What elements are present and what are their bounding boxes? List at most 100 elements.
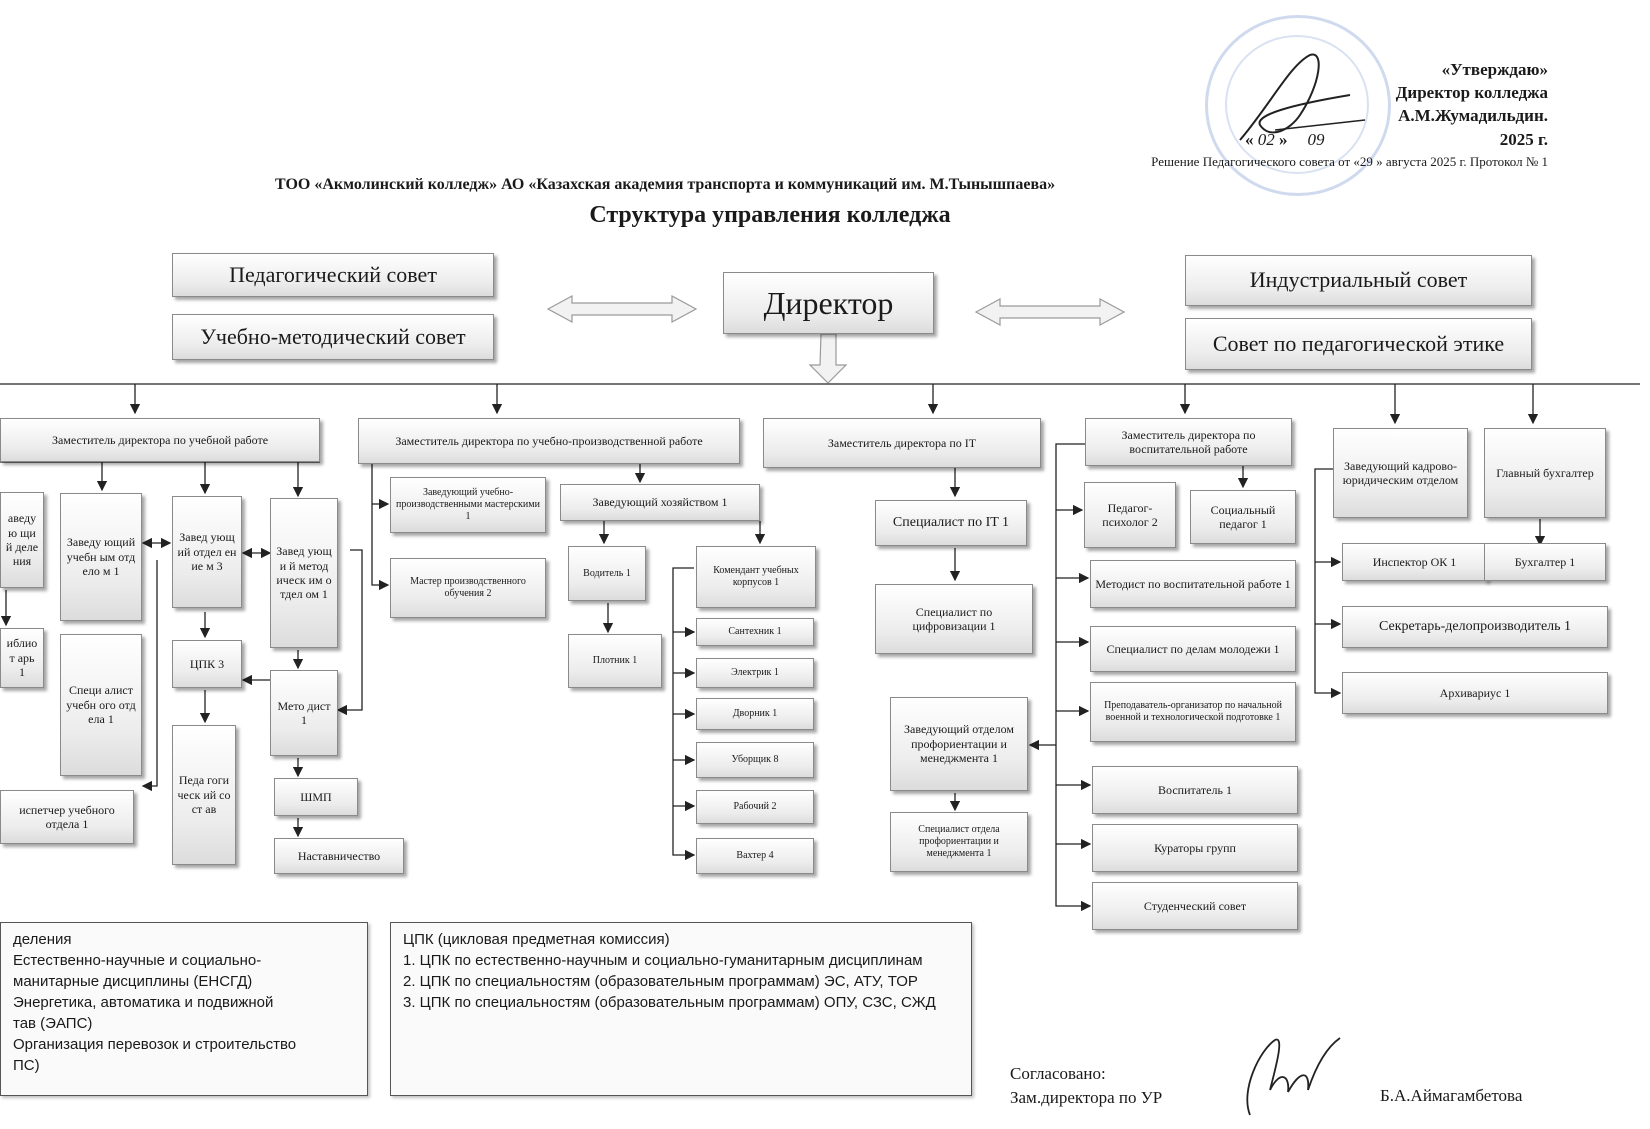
head-academic-department-box: Заведу ющий учебн ым отдело м 1 — [60, 493, 142, 621]
deputy-it-box: Заместитель директора по IT — [763, 418, 1041, 468]
academic-department-specialist-label: Специ алист учебн ого отдела 1 — [66, 683, 136, 727]
chief-accountant-box: Главный бухгалтер — [1484, 428, 1606, 518]
approval-block: «Утверждаю» Директор колледжа А.М.Жумади… — [1280, 58, 1548, 127]
deputy-production-label: Заместитель директора по учебно-производ… — [395, 433, 703, 448]
group-curators-label: Кураторы групп — [1154, 840, 1236, 855]
organization-name: ТОО «Акмолинский колледж» АО «Казахская … — [275, 176, 1056, 193]
educator-box: Воспитатель 1 — [1092, 766, 1298, 814]
department-head-box: аведую щий деления — [0, 492, 44, 588]
janitor-box: Дворник 1 — [696, 698, 814, 730]
hr-legal-head-label: Заведующий кадрово-юридическим отделом — [1342, 458, 1459, 487]
mentoring-box: Наставничество — [274, 838, 404, 874]
social-pedagogue-label: Социальный педагог 1 — [1210, 502, 1276, 531]
student-council-box: Студенческий совет — [1092, 882, 1298, 930]
household-head-box: Заведующий хозяйством 1 — [560, 484, 760, 521]
secretary-box: Секретарь-делопроизводитель 1 — [1342, 606, 1608, 648]
pedagogical-ethics-council-box: Совет по педагогической этике — [1185, 318, 1532, 370]
educator-label: Воспитатель 1 — [1158, 782, 1232, 797]
career-guidance-head-box: Заведующий отделом профориентации и мене… — [890, 697, 1028, 791]
military-training-organizer-label: Преподаватель-организатор по начальной в… — [1104, 700, 1282, 723]
methodist-box: Мето дист 1 — [270, 670, 338, 756]
archivist-box: Архивариус 1 — [1342, 672, 1608, 714]
head-academic-department-label: Заведу ющий учебн ым отдело м 1 — [66, 535, 136, 579]
worker-label: Рабочий 2 — [733, 801, 777, 812]
head-methodical-department-box: Завед ующи й метод ическ им отдел ом 1 — [270, 498, 338, 648]
approval-month: 09 — [1307, 130, 1325, 149]
deputy-signature — [1246, 1037, 1341, 1116]
teaching-staff-box: Педа гоги ческ ий сост ав — [172, 725, 236, 865]
agreed-label: Согласовано: — [1010, 1064, 1106, 1083]
young-teacher-school-box: ШМП — [274, 778, 358, 816]
hr-inspector-box: Инспектор ОК 1 — [1342, 543, 1487, 581]
approval-line-1: «Утверждаю» — [1441, 60, 1548, 79]
cpk-legend: ЦПК (цикловая предметная комиссия) 1. ЦП… — [390, 922, 972, 1096]
accountant-box: Бухгалтер 1 — [1484, 543, 1606, 581]
director-box: Директор — [723, 272, 934, 334]
approval-decision: Решение Педагогического совета от «29 » … — [1151, 154, 1548, 169]
it-specialist-label: Специалист по IT 1 — [892, 514, 1010, 530]
approval-year: 2025 г. — [1499, 130, 1548, 149]
deputy-upbringing-label: Заместитель директора по воспитательной … — [1121, 427, 1256, 456]
career-guidance-specialist-box: Специалист отдела профориентации и менед… — [890, 812, 1028, 872]
approval-line-3: А.М.Жумадильдин. — [1398, 106, 1548, 125]
watchman-box: Вахтер 4 — [696, 838, 814, 874]
pedagogical-council-label: Педагогический совет — [229, 261, 437, 287]
carpenter-box: Плотник 1 — [568, 634, 662, 688]
hr-inspector-label: Инспектор ОК 1 — [1372, 554, 1457, 569]
agreed-block: Согласовано: Зам.директора по УР — [1010, 1062, 1162, 1110]
workshops-head-label: Заведующий учебно-производственными маст… — [396, 487, 540, 522]
seal-stamp — [1205, 15, 1391, 196]
social-pedagogue-box: Социальный педагог 1 — [1190, 490, 1296, 544]
secretary-label: Секретарь-делопроизводитель 1 — [1378, 618, 1572, 634]
household-head-label: Заведующий хозяйством 1 — [592, 495, 728, 510]
approval-date: « 02 » 09 2025 г. — [1245, 130, 1548, 149]
cleaner-label: Уборщик 8 — [731, 754, 779, 765]
departments-legend: деления Естественно-научные и социально-… — [0, 922, 368, 1096]
deputy-academic-label: Заместитель директора по учебной работе — [51, 432, 269, 447]
workshops-head-box: Заведующий учебно-производственными маст… — [390, 477, 546, 533]
pedagogical-ethics-council-label: Совет по педагогической этике — [1212, 330, 1505, 356]
carpenter-label: Плотник 1 — [592, 655, 638, 666]
director-signature — [1239, 53, 1366, 141]
teaching-staff-label: Педа гоги ческ ий сост ав — [177, 773, 231, 817]
librarian-label: иблиот арь 1 — [6, 636, 38, 680]
archivist-label: Архивариус 1 — [1439, 685, 1511, 700]
department-head-label: аведую щий деления — [5, 511, 39, 569]
mentoring-label: Наставничество — [297, 848, 381, 863]
deputy-academic-box: Заместитель директора по учебной работе — [0, 418, 320, 462]
educational-methodical-council-label: Учебно-методический совет — [200, 323, 466, 349]
worker-box: Рабочий 2 — [696, 790, 814, 824]
psychologist-box: Педагог-психолог 2 — [1084, 482, 1176, 548]
it-specialist-box: Специалист по IT 1 — [875, 500, 1027, 546]
commandant-label: Комендант учебных корпусов 1 — [713, 565, 799, 588]
upbringing-methodist-label: Методист по воспитательной работе 1 — [1095, 576, 1291, 591]
chief-accountant-label: Главный бухгалтер — [1496, 465, 1594, 480]
seal-inner-ring — [1225, 35, 1369, 174]
approval-day: 02 — [1257, 130, 1275, 149]
cpk-box: ЦПК 3 — [172, 640, 242, 688]
academic-department-specialist-box: Специ алист учебн ого отдела 1 — [60, 634, 142, 776]
industrial-council-label: Индустриальный совет — [1249, 267, 1468, 293]
electrician-box: Электрик 1 — [696, 658, 814, 688]
deputy-upbringing-box: Заместитель директора по воспитательной … — [1085, 418, 1292, 466]
cleaner-box: Уборщик 8 — [696, 742, 814, 778]
cpk-label: ЦПК 3 — [189, 656, 225, 671]
digitalization-specialist-label: Специалист по цифровизации 1 — [912, 604, 996, 633]
plumber-box: Сантехник 1 — [696, 618, 814, 646]
director-label: Директор — [763, 284, 894, 321]
educational-methodical-council-box: Учебно-методический совет — [172, 314, 494, 360]
military-training-organizer-box: Преподаватель-организатор по начальной в… — [1090, 682, 1296, 742]
psychologist-label: Педагог-психолог 2 — [1102, 500, 1158, 529]
head-methodical-department-label: Завед ующи й метод ическ им отдел ом 1 — [276, 544, 332, 602]
industrial-council-box: Индустриальный совет — [1185, 255, 1532, 306]
youth-affairs-specialist-box: Специалист по делам молодежи 1 — [1090, 626, 1296, 672]
accountant-label: Бухгалтер 1 — [1514, 554, 1576, 569]
young-teacher-school-label: ШМП — [300, 789, 332, 804]
deputy-production-box: Заместитель директора по учебно-производ… — [358, 418, 740, 464]
deputy-it-label: Заместитель директора по IT — [827, 435, 977, 450]
youth-affairs-specialist-label: Специалист по делам молодежи 1 — [1106, 641, 1280, 656]
department-heads-box: Завед ующ ий отдел ение м 3 — [172, 496, 242, 608]
janitor-label: Дворник 1 — [732, 708, 778, 719]
pedagogical-council-box: Педагогический совет — [172, 253, 494, 297]
